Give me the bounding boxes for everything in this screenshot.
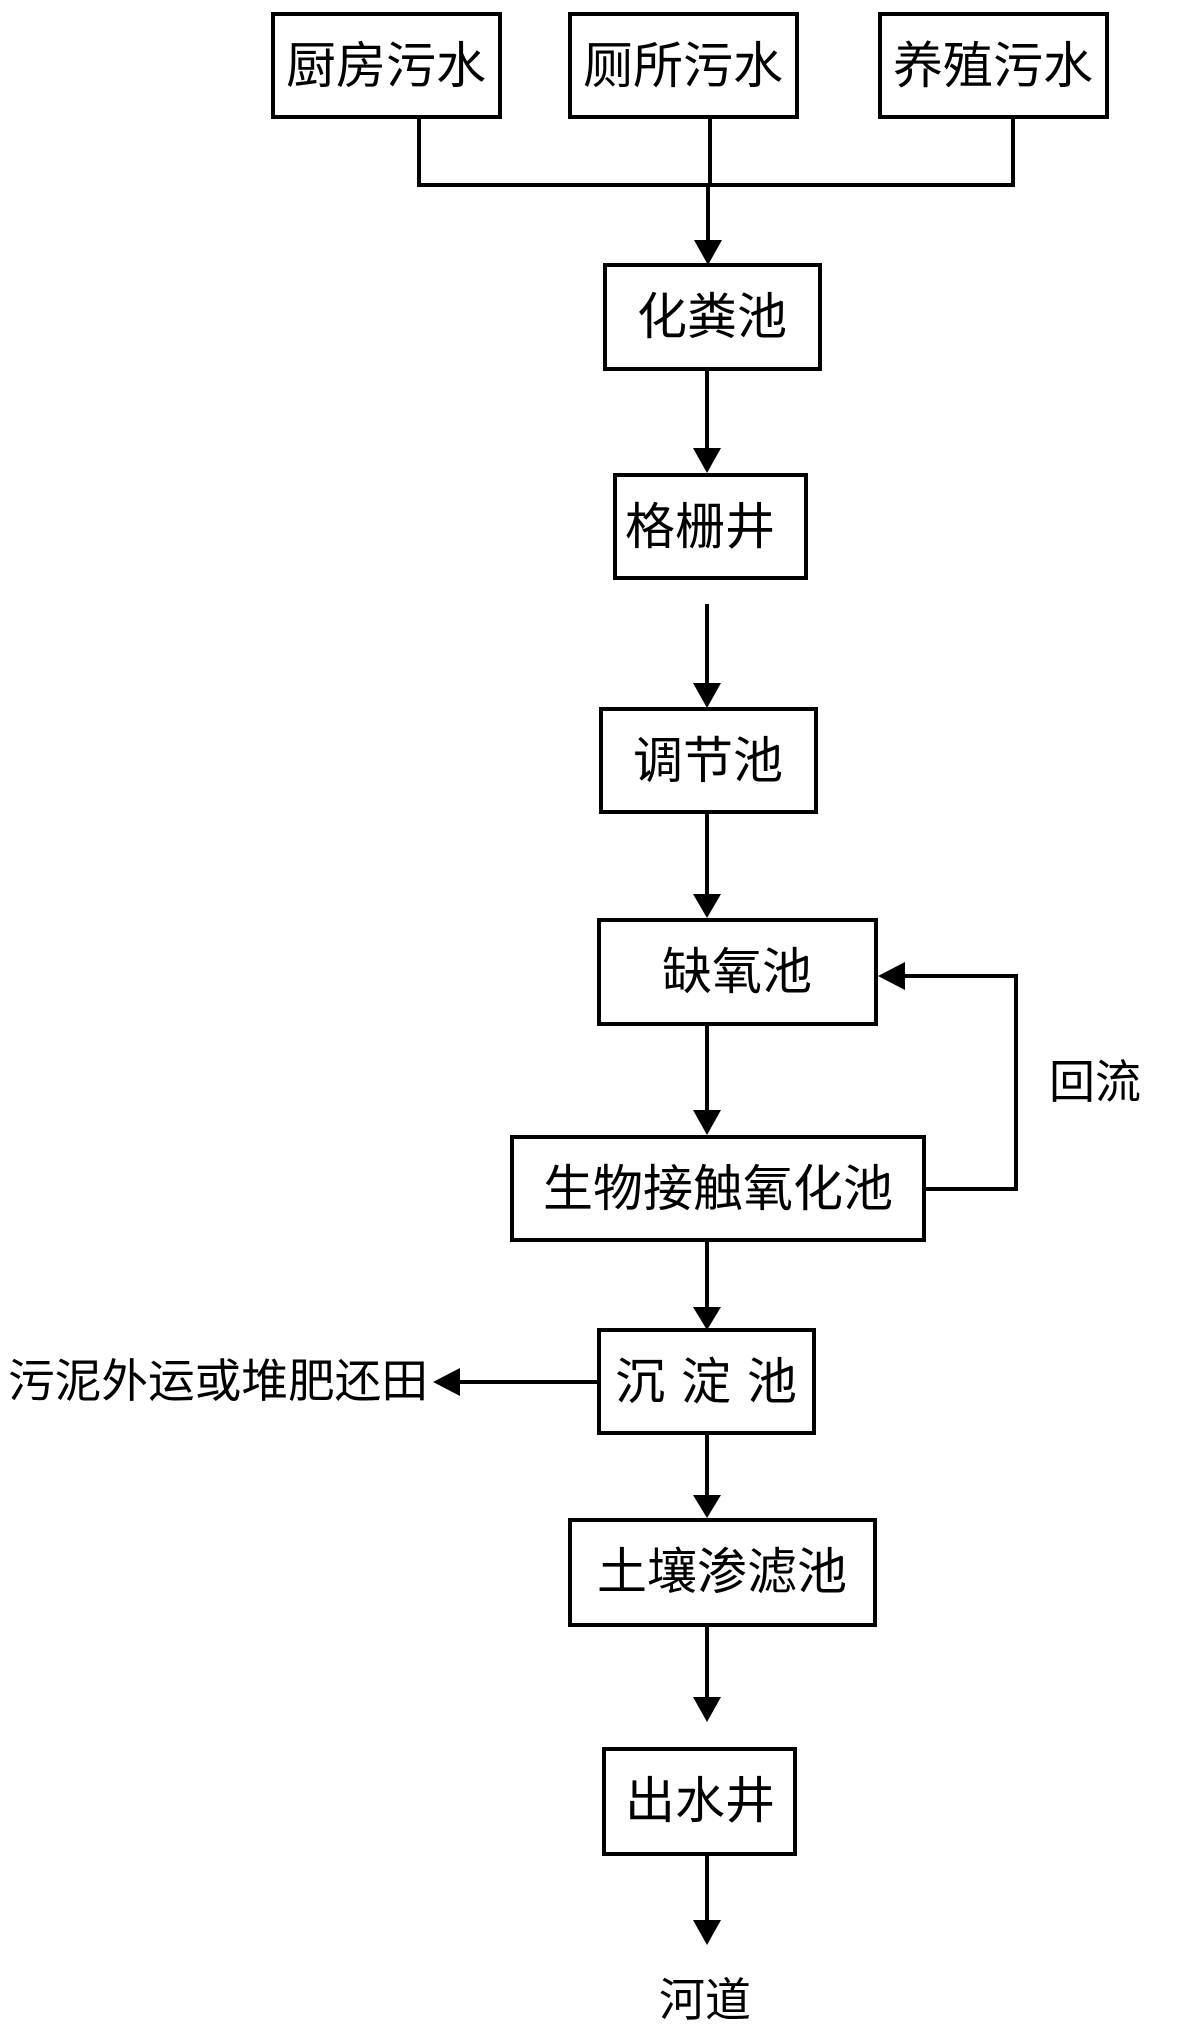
regulating-tank-label: 调节池 — [633, 732, 783, 790]
septic-tank-label: 化粪池 — [637, 288, 787, 346]
arrow-to-sedimentation-tank — [693, 1240, 721, 1330]
sedimentation-tank-node: 沉 淀 池 — [597, 1328, 816, 1435]
grille-well-node: 格栅井 — [613, 473, 808, 580]
sludge-disposal-label: 污泥外运或堆肥还田 — [8, 1354, 428, 1408]
source-livestock-label: 养殖污水 — [893, 37, 1093, 95]
arrow-to-sludge-disposal — [433, 1368, 599, 1396]
source-kitchen-label: 厨房污水 — [286, 37, 486, 95]
outlet-well-node: 出水井 — [602, 1747, 797, 1856]
arrow-to-grille-well — [693, 369, 721, 473]
arrow-to-regulating-tank — [693, 604, 721, 708]
arrow-to-river — [693, 1854, 721, 1945]
reflux-label: 回流 — [1049, 1055, 1141, 1109]
source-livestock-node: 养殖污水 — [878, 12, 1109, 119]
reflux-loop — [878, 962, 1018, 1191]
river-label: 河道 — [659, 1973, 751, 2027]
anoxic-tank-node: 缺氧池 — [597, 918, 878, 1026]
source-kitchen-node: 厨房污水 — [271, 12, 502, 119]
contact-oxidation-tank-label: 生物接触氧化池 — [543, 1160, 893, 1218]
soil-filter-tank-label: 土壤渗滤池 — [597, 1543, 847, 1601]
arrow-to-anoxic-tank — [693, 812, 721, 918]
source-toilet-node: 厕所污水 — [568, 12, 799, 119]
source-toilet-label: 厕所污水 — [583, 37, 783, 95]
septic-tank-node: 化粪池 — [603, 263, 822, 371]
grille-well-label: 格栅井 — [625, 498, 775, 556]
soil-filter-tank-node: 土壤渗滤池 — [568, 1518, 877, 1627]
outlet-well-label: 出水井 — [625, 1772, 775, 1830]
arrow-to-outlet-well — [693, 1625, 721, 1722]
source-merge-connector — [417, 117, 1015, 187]
arrow-to-contact-oxidation-tank — [693, 1024, 721, 1135]
sedimentation-tank-label: 沉 淀 池 — [615, 1353, 797, 1411]
anoxic-tank-label: 缺氧池 — [662, 943, 812, 1001]
contact-oxidation-tank-node: 生物接触氧化池 — [510, 1135, 926, 1242]
arrow-to-soil-filter-tank — [693, 1433, 721, 1518]
regulating-tank-node: 调节池 — [599, 707, 818, 814]
arrow-to-septic-tank — [694, 185, 722, 265]
